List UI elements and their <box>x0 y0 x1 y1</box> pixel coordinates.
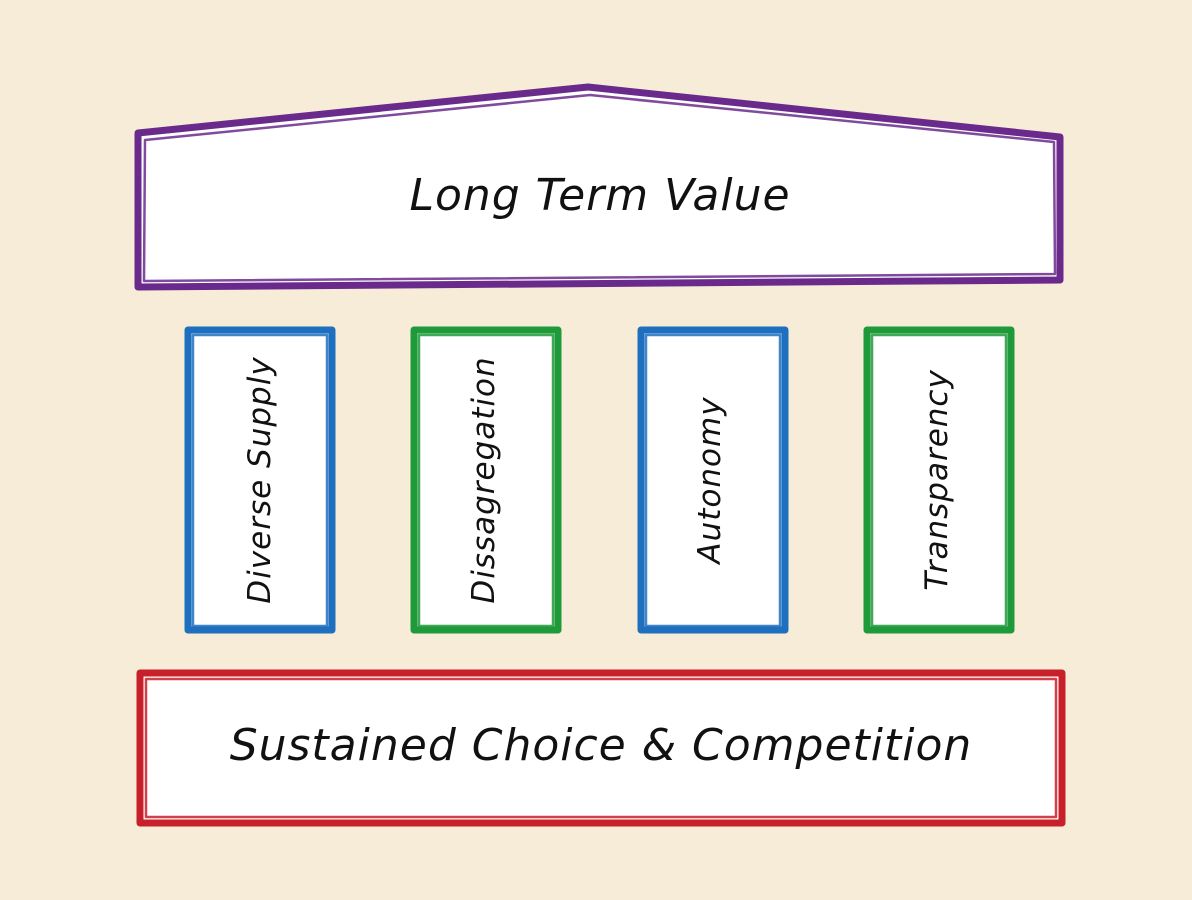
pillar-box-sketch <box>417 333 555 628</box>
pillar-label: Dissagregation <box>466 356 502 603</box>
base: Sustained Choice & Competition <box>136 669 1066 827</box>
roof-label: Long Term Value <box>409 170 790 221</box>
roof-shape <box>134 83 1064 291</box>
roof-outline-sketch <box>142 93 1057 283</box>
pillar-label: Transparency <box>919 369 955 591</box>
pillar-box-sketch <box>191 333 329 628</box>
base-outline-sketch <box>144 677 1058 819</box>
roof: Long Term Value <box>134 83 1064 291</box>
pillar-box <box>863 326 1015 634</box>
pillar-diverse-supply: Diverse Supply <box>184 326 336 634</box>
pillar-box-sketch <box>870 333 1008 628</box>
pillar-transparency: Transparency <box>863 326 1015 634</box>
pillar-box <box>637 326 789 634</box>
base-shape <box>136 669 1066 827</box>
pillar-box <box>184 326 336 634</box>
pillar-autonomy: Autonomy <box>637 326 789 634</box>
pillar-dissagregation: Dissagregation <box>410 326 562 634</box>
pillar-label: Diverse Supply <box>242 356 278 603</box>
base-label: Sustained Choice & Competition <box>230 720 973 771</box>
pillar-box-sketch <box>644 333 782 628</box>
pillar-label: Autonomy <box>692 396 728 565</box>
pillars: Diverse Supply Dissagregation Autonomy T… <box>184 326 1015 634</box>
pillar-box <box>410 326 562 634</box>
